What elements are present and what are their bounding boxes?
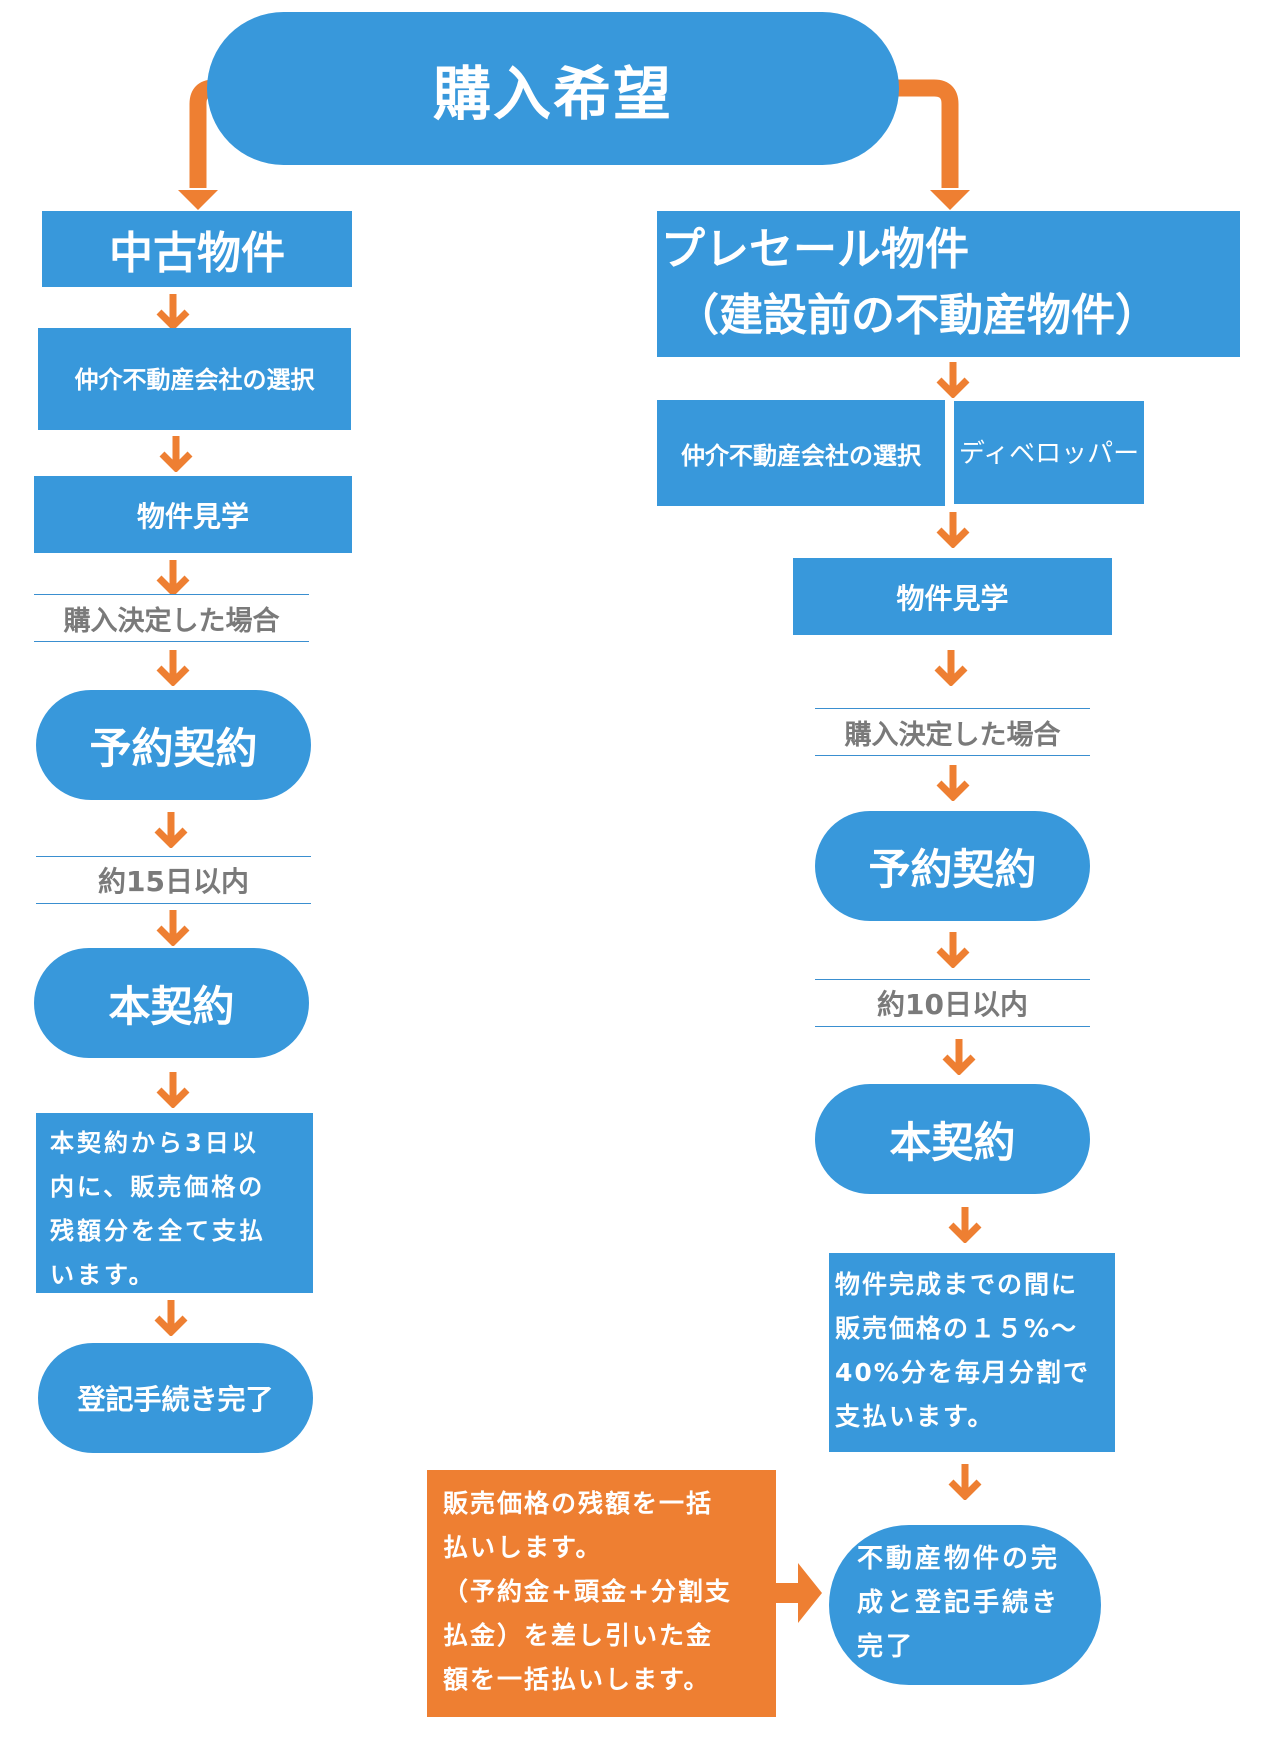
- left-condition-text: 購入決定した場合: [63, 605, 280, 637]
- left-payment-line: 残額分を全て支払: [50, 1217, 266, 1245]
- arrow-down-icon: [948, 1207, 982, 1243]
- arrow-down-icon: [154, 1300, 188, 1336]
- left-reservation-label: 予約契約: [89, 723, 258, 773]
- right-installment-line: 物件完成までの間に: [835, 1270, 1079, 1299]
- arrow-down-icon: [156, 1072, 190, 1108]
- left-viewing-box: 物件見学: [34, 476, 352, 553]
- left-payment-line: います。: [50, 1261, 156, 1289]
- arrow-down-icon: [154, 812, 188, 848]
- right-lump-sum-box: 販売価格の残額を一括 払いします。 （予約金+頭金+分割支 払金）を差し引いた金…: [427, 1470, 776, 1717]
- right-final-node: 不動産物件の完 成と登記手続き 完了: [829, 1525, 1101, 1685]
- arrow-down-icon: [156, 650, 190, 686]
- arrow-down-icon: [936, 362, 970, 398]
- left-period-label: 約15日以内: [36, 856, 311, 904]
- left-condition-label: 購入決定した場合: [34, 594, 309, 642]
- left-payment-line: 内に、販売価格の: [50, 1173, 266, 1201]
- right-main-contract-node: 本契約: [815, 1084, 1090, 1194]
- lump-sum-line: （予約金+頭金+分割支: [443, 1577, 732, 1606]
- root-title: 購入希望: [432, 59, 673, 128]
- right-reservation-node: 予約契約: [815, 811, 1090, 921]
- left-final-label: 登記手続き完了: [77, 1383, 274, 1416]
- arrow-down-icon: [948, 1464, 982, 1500]
- right-developer-box: ディベロッパー: [954, 401, 1144, 504]
- right-condition-label: 購入決定した場合: [815, 708, 1090, 756]
- left-main-contract-label: 本契約: [108, 981, 235, 1031]
- right-installment-line: 支払います。: [835, 1402, 995, 1431]
- arrow-down-icon: [159, 436, 193, 472]
- right-agent-label: 仲介不動産会社の選択: [681, 441, 921, 470]
- connector-right: [880, 79, 959, 188]
- right-installment-line: 40%分を毎月分割で: [835, 1358, 1090, 1387]
- right-period-label: 約10日以内: [815, 979, 1090, 1027]
- right-installment-box: 物件完成までの間に 販売価格の１５%～ 40%分を毎月分割で 支払います。: [829, 1253, 1115, 1452]
- left-reservation-node: 予約契約: [36, 690, 311, 800]
- left-payment-line: 本契約から3日以: [50, 1129, 259, 1157]
- left-agent-label: 仲介不動産会社の選択: [74, 366, 315, 394]
- lump-sum-line: 払いします。: [443, 1533, 603, 1562]
- left-period-text: 約15日以内: [98, 865, 249, 898]
- lump-sum-line: 額を一括払いします。: [443, 1665, 711, 1694]
- arrow-down-icon: [156, 910, 190, 946]
- lump-sum-line: 払金）を差し引いた金: [443, 1621, 714, 1650]
- root-node: 購入希望: [207, 12, 899, 165]
- right-title-line2: （建設前の不動産物件）: [675, 290, 1159, 341]
- left-title: 中古物件: [109, 228, 285, 279]
- right-main-contract-label: 本契約: [889, 1117, 1016, 1167]
- arrow-down-icon: [156, 560, 190, 596]
- right-viewing-label: 物件見学: [896, 581, 1009, 615]
- arrowhead-left-icon: [178, 190, 218, 210]
- left-final-node: 登記手続き完了: [38, 1343, 313, 1453]
- lump-sum-line: 販売価格の残額を一括: [443, 1489, 714, 1518]
- right-agent-box: 仲介不動産会社の選択: [657, 400, 945, 506]
- arrow-down-icon: [936, 512, 970, 548]
- left-main-contract-node: 本契約: [34, 948, 309, 1058]
- left-viewing-label: 物件見学: [136, 499, 249, 533]
- arrowhead-right-icon: [930, 190, 970, 210]
- arrow-down-icon: [934, 650, 968, 686]
- left-payment-box: 本契約から3日以 内に、販売価格の 残額分を全て支払 います。: [36, 1113, 313, 1293]
- arrow-right-icon: [776, 1563, 822, 1623]
- left-title-box: 中古物件: [42, 211, 352, 287]
- arrow-down-icon: [156, 294, 190, 330]
- right-installment-line: 販売価格の１５%～: [835, 1314, 1079, 1343]
- right-final-line: 完了: [857, 1632, 916, 1662]
- right-final-line: 不動産物件の完: [857, 1544, 1061, 1574]
- arrow-down-icon: [936, 932, 970, 968]
- right-viewing-box: 物件見学: [793, 558, 1112, 635]
- right-title-line1: プレセール物件: [661, 224, 969, 275]
- right-final-line: 成と登記手続き: [857, 1588, 1061, 1618]
- right-period-text: 約10日以内: [877, 988, 1028, 1021]
- left-agent-box: 仲介不動産会社の選択: [38, 328, 351, 430]
- right-title-box: プレセール物件 （建設前の不動産物件）: [657, 211, 1240, 357]
- arrow-down-icon: [942, 1039, 976, 1075]
- arrow-down-icon: [936, 765, 970, 801]
- right-reservation-label: 予約契約: [868, 844, 1037, 894]
- right-developer-label: ディベロッパー: [958, 439, 1140, 469]
- right-condition-text: 購入決定した場合: [844, 719, 1061, 751]
